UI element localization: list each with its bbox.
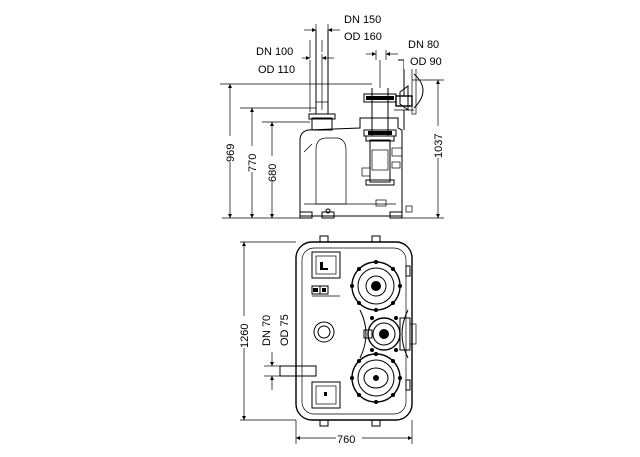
label-1260: 1260 [239, 324, 251, 348]
label-dn70: DN 70 [261, 315, 273, 346]
label-dn80: DN 80 [408, 39, 439, 51]
top-motor [311, 117, 333, 131]
label-680: 680 [267, 164, 279, 182]
labels: DN 150 OD 160 DN 100 OD 110 DN 80 OD 90 … [224, 11, 448, 446]
label-od160: OD 160 [344, 31, 382, 43]
label-od110: OD 110 [258, 64, 295, 76]
label-od90: OD 90 [410, 56, 442, 68]
inlet-dn70 [313, 321, 335, 343]
label-1037: 1037 [433, 134, 445, 158]
inspection-cover-top [311, 251, 341, 279]
label-dn100: DN 100 [256, 46, 293, 58]
inspection-cover-bottom [311, 381, 341, 409]
tank-plan-outline [295, 241, 413, 421]
label-760: 760 [337, 434, 355, 446]
label-770: 770 [247, 154, 259, 172]
pump-flange-bottom [350, 352, 402, 404]
label-dn150: DN 150 [344, 14, 381, 26]
label-969: 969 [225, 144, 237, 162]
tank-inner-contour [315, 137, 347, 205]
base-drain-fitting [321, 211, 335, 219]
label-od75: OD 75 [279, 314, 291, 346]
check-valve-middle [359, 309, 417, 359]
pump-flange-top [350, 260, 402, 312]
valve-body [395, 95, 413, 107]
tank-outline [299, 117, 403, 217]
plan-view [240, 235, 417, 444]
inlet-pipe [279, 365, 317, 377]
pump-column [369, 139, 391, 183]
